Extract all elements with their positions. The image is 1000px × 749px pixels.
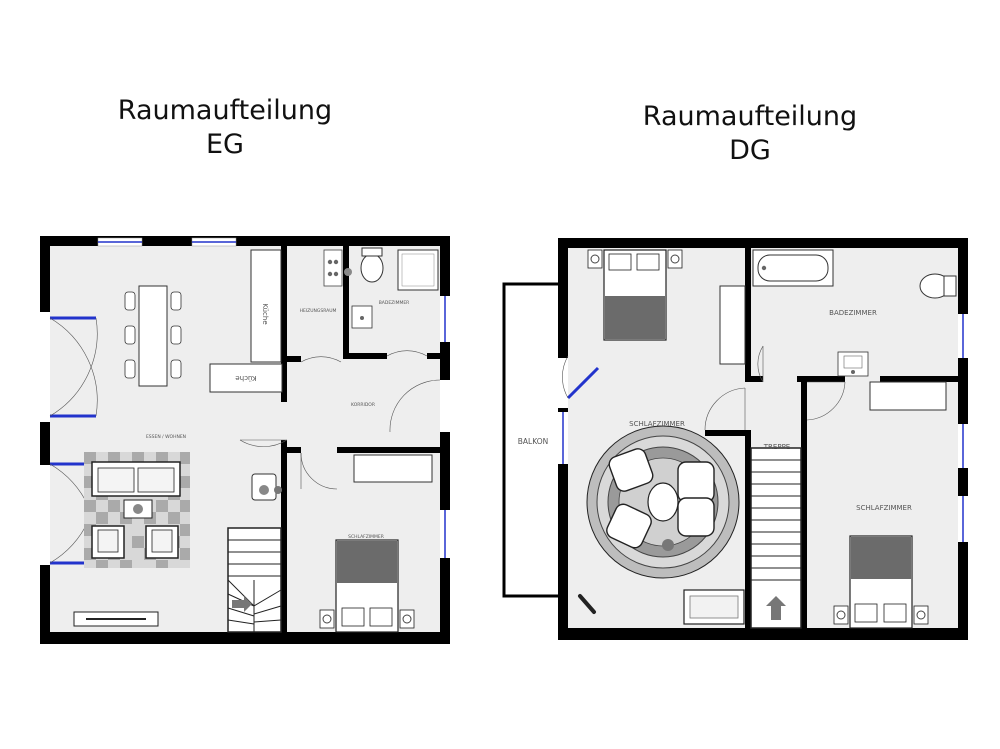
- dg-bed-right: [833, 535, 929, 629]
- eg-label-kitchen: Küche: [261, 303, 269, 324]
- title-dg-line1: Raumaufteilung: [642, 101, 858, 132]
- title-eg: Raumaufteilung EG: [100, 94, 350, 162]
- dg-label-stairs: TREPPE: [763, 443, 790, 451]
- eg-label-kitchen-2: Küche: [235, 374, 256, 382]
- eg-left-opening-2: [40, 465, 50, 565]
- eg-boiler: [323, 249, 343, 287]
- eg-label-living: ESSEN / WOHNEN: [146, 434, 186, 440]
- title-dg: Raumaufteilung DG: [625, 100, 875, 168]
- dg-label-balcony: BALKON: [518, 437, 548, 446]
- dg-wardrobe-left: [719, 285, 746, 365]
- eg-label-bedroom: SCHLAFZIMMER: [348, 534, 384, 540]
- title-dg-line2: DG: [729, 135, 771, 166]
- eg-dining-table: [138, 285, 168, 387]
- floor-plan-eg: Küche Küche: [40, 236, 450, 644]
- eg-wall-bottom: [40, 632, 450, 644]
- dg-balcony: [502, 282, 562, 598]
- dg-bed-left: [587, 249, 683, 341]
- eg-kitchen-counter: [250, 249, 282, 363]
- eg-wardrobe: [353, 454, 433, 483]
- dg-wardrobe-right: [869, 381, 947, 411]
- dg-lounge-chairs: [606, 448, 715, 549]
- eg-wall-left: [40, 236, 50, 644]
- eg-wall-right: [440, 236, 450, 644]
- eg-kitchen-island: [209, 363, 283, 393]
- dg-wall-top: [558, 238, 968, 248]
- dg-label-bedroom-right: SCHLAFZIMMER: [856, 504, 912, 512]
- dg-label-bedroom-left: SCHLAFZIMMER: [629, 420, 685, 428]
- eg-stairs: [227, 527, 282, 633]
- title-eg-line1: Raumaufteilung: [117, 95, 333, 126]
- eg-label-bath: BADEZIMMER: [379, 300, 410, 306]
- eg-label-heating: HEIZUNGSRAUM: [300, 308, 337, 314]
- eg-left-opening-1: [40, 312, 50, 422]
- floor-plan-dg: BALKON: [502, 238, 968, 640]
- eg-toilet: [360, 253, 384, 283]
- title-eg-line2: EG: [206, 129, 244, 160]
- dg-wall-bottom: [558, 628, 968, 640]
- dg-round-table: [647, 482, 679, 522]
- dg-label-bath: BADEZIMMER: [829, 309, 877, 317]
- eg-label-corridor: KORRIDOR: [351, 402, 375, 408]
- eg-bed: [319, 539, 415, 633]
- eg-wall-top: [40, 236, 450, 246]
- dg-stairs: [750, 447, 802, 629]
